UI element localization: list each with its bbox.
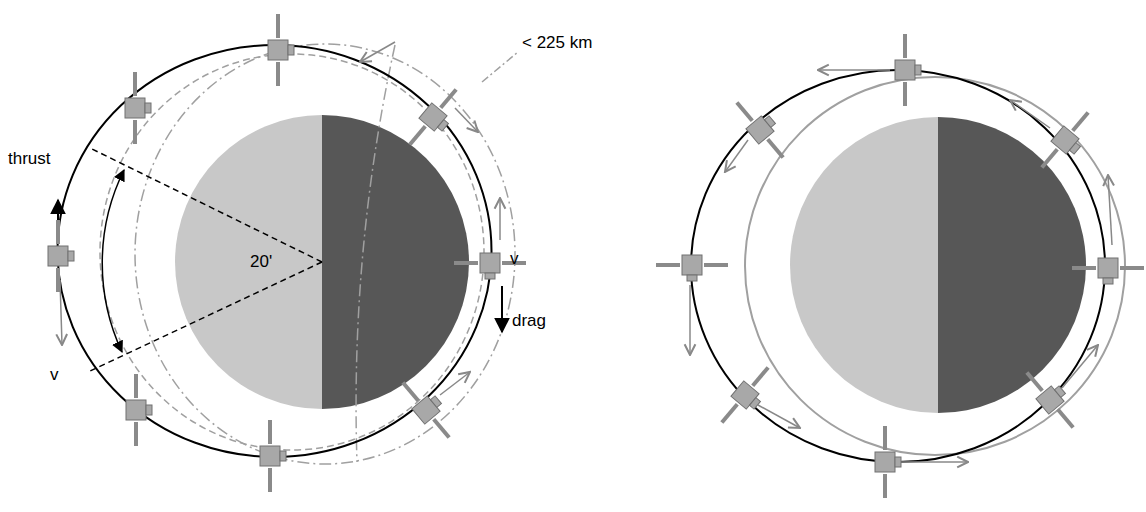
label: v [510,250,519,269]
earth-day [175,115,322,409]
satellite [402,83,468,155]
satellite [895,34,921,106]
earth-night [322,115,469,409]
satellite [395,372,461,444]
satellite [126,374,152,446]
label: 20' [250,253,272,272]
satellite [260,420,286,492]
satellite [125,72,151,144]
velocity-arrow [900,461,968,463]
velocity-arrow [440,372,470,395]
label: v [50,366,59,385]
label: drag [512,312,546,331]
drag-arrow [501,286,503,332]
satellite [1072,258,1144,284]
velocity-arrow [1062,345,1098,388]
satellite [714,361,780,433]
earth-night [938,117,1086,413]
satellite [875,426,901,498]
left-panel [48,14,526,492]
angle-arc [102,170,124,352]
orbit [691,70,1105,462]
velocity-arrow [725,140,748,172]
satellite [656,255,728,281]
velocity-arrow [818,69,890,71]
satellite [1019,362,1085,434]
satellite [268,14,294,86]
earth-day [790,117,938,413]
terminator-line [356,45,395,462]
velocity-arrow [758,405,800,428]
satellite [48,220,74,292]
velocity-arrow [60,280,62,345]
satellite [1034,106,1100,178]
decay-orbit [135,44,515,464]
orbit [58,45,492,457]
satellite [729,92,795,164]
velocity-arrow [1108,175,1112,245]
velocity-arrow [360,42,395,62]
label: < 225 km [522,34,592,53]
shifted-orbit [745,77,1125,455]
angle-line [88,262,322,372]
leader-line [482,52,518,82]
velocity-arrow [1010,100,1050,128]
velocity-arrow [689,285,691,355]
velocity-arrow [499,198,501,240]
velocity-arrow [455,108,478,132]
label: thrust [8,150,51,169]
angle-line [90,148,322,262]
right-panel [656,34,1144,498]
dashed-orbit [100,54,484,450]
